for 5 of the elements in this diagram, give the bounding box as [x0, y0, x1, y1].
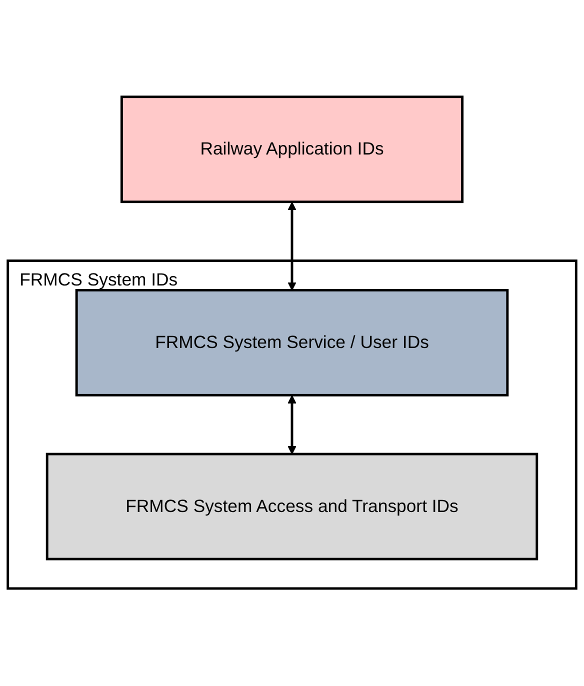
node-box: FRMCS System Service / User IDs [75, 289, 509, 397]
arrow [288, 202, 296, 291]
node-box: FRMCS System Access and Transport IDs [46, 453, 538, 561]
arrow [288, 396, 296, 455]
node-box: Railway Application IDs [120, 96, 464, 204]
